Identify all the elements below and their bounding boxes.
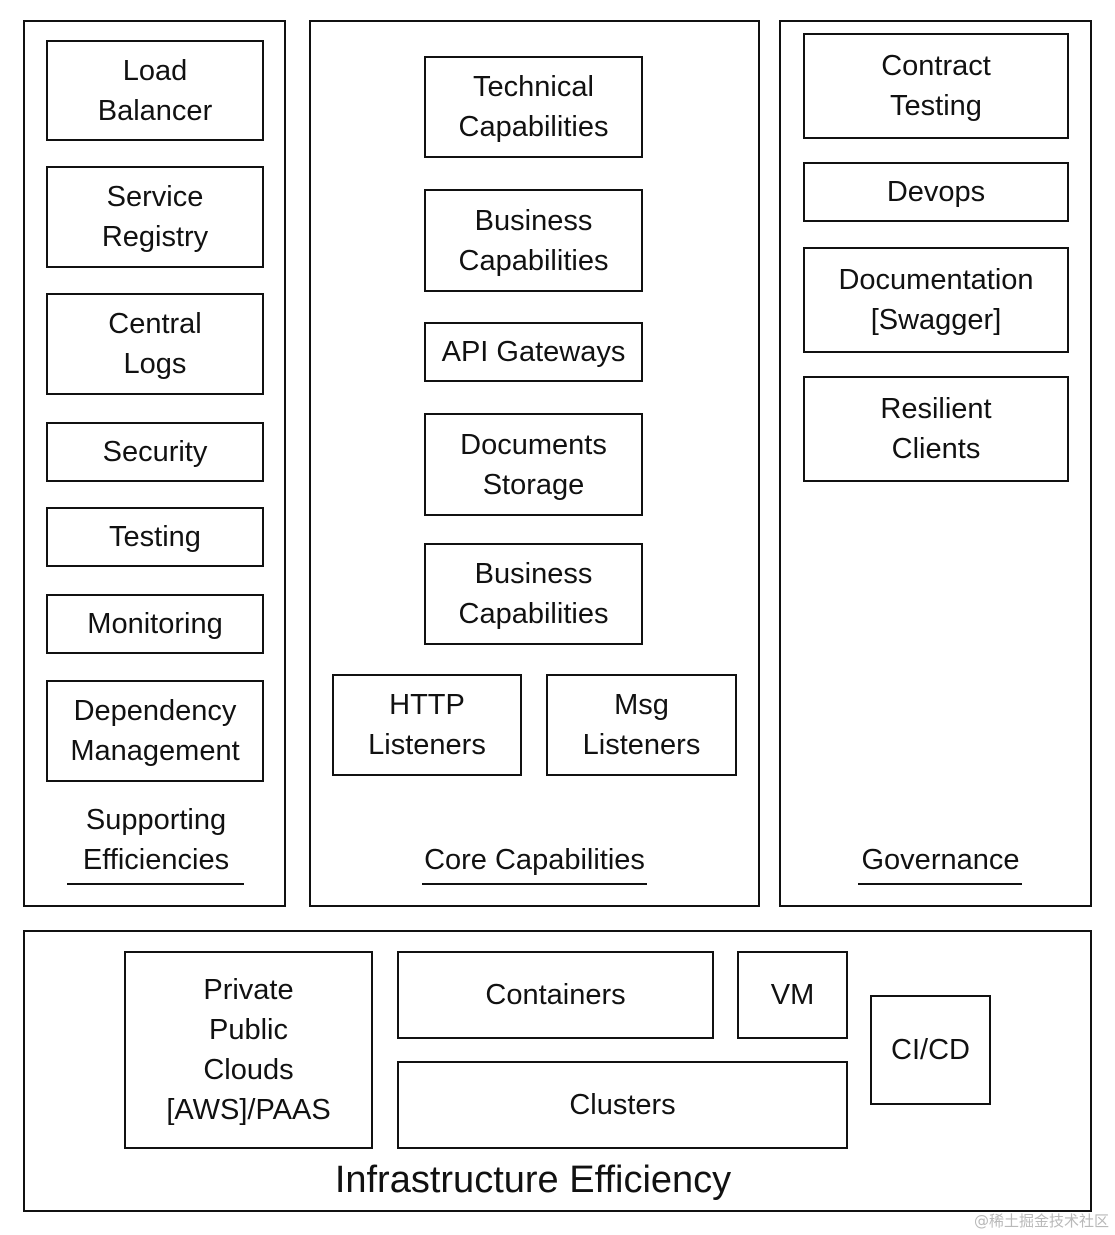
msg-listeners-box: Msg Listeners [546,674,737,776]
vm-box: VM [737,951,848,1039]
api-gateways-box: API Gateways [424,322,643,382]
devops-box: Devops [803,162,1069,222]
documentation-swagger-box: Documentation [Swagger] [803,247,1069,353]
core-capabilities-caption: Core Capabilities [424,844,645,876]
private-public-clouds-box: Private Public Clouds [AWS]/PAAS [124,951,373,1149]
technical-capabilities-box: Technical Capabilities [424,56,643,158]
documents-storage-box: Documents Storage [424,413,643,516]
supporting-efficiencies-underline [67,883,244,885]
testing-box: Testing [46,507,264,567]
ci-cd-box: CI/CD [870,995,991,1105]
governance-underline [858,883,1022,885]
infrastructure-efficiency-title: Infrastructure Efficiency [334,1159,732,1201]
load-balancer-box: Load Balancer [46,40,264,141]
containers-box: Containers [397,951,714,1039]
resilient-clients-box: Resilient Clients [803,376,1069,482]
business-capabilities-box-2: Business Capabilities [424,543,643,645]
core-capabilities-underline [422,883,647,885]
monitoring-box: Monitoring [46,594,264,654]
watermark-text: @稀土掘金技术社区 [973,1212,1109,1230]
security-box: Security [46,422,264,482]
contract-testing-box: Contract Testing [803,33,1069,139]
clusters-box: Clusters [397,1061,848,1149]
http-listeners-box: HTTP Listeners [332,674,522,776]
business-capabilities-box: Business Capabilities [424,189,643,292]
dependency-management-box: Dependency Management [46,680,264,782]
central-logs-box: Central Logs [46,293,264,395]
service-registry-box: Service Registry [46,166,264,268]
governance-caption: Governance [861,844,1020,876]
supporting-efficiencies-caption: Supporting Efficiencies [82,804,230,876]
